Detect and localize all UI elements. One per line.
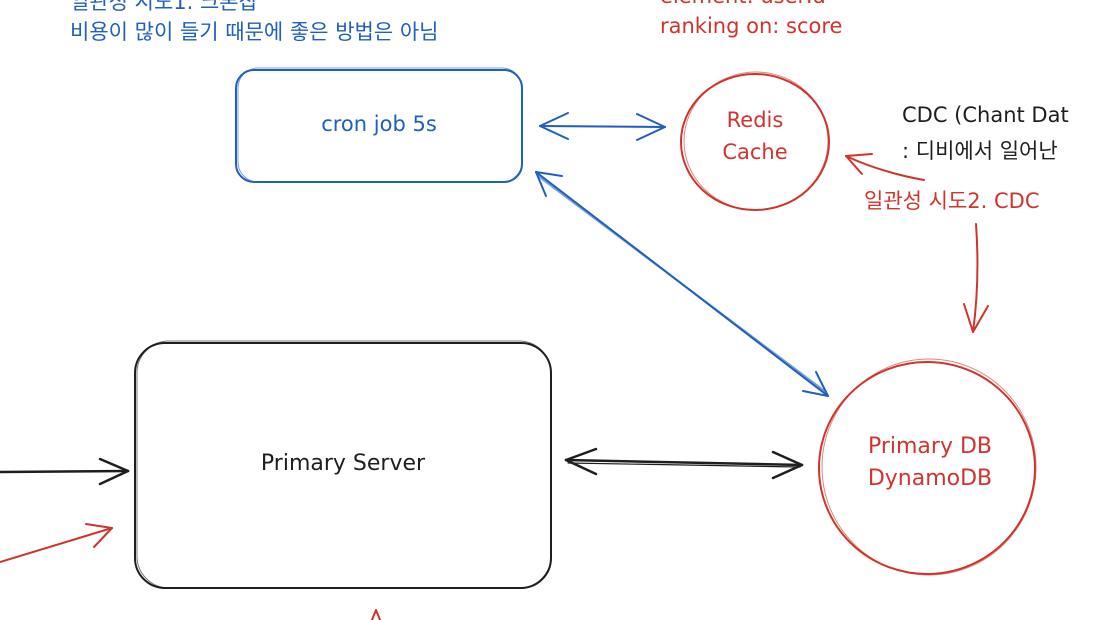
cron-attempt-note-line2: 비용이 많이 들기 때문에 좋은 방법은 아님 — [70, 20, 439, 44]
cdc-note-line2: : 디비에서 일어난 — [902, 139, 1058, 163]
primary-server-label: Primary Server — [260, 451, 426, 476]
redis-label-line2: Cache — [722, 140, 788, 164]
cdc-note-line1: CDC (Chant Dat — [902, 103, 1069, 127]
primary-db-label-line2: DynamoDB — [867, 466, 993, 491]
sorted-set-note-line1: element: userId — [660, 0, 826, 8]
redis-label-line1: Redis — [726, 108, 784, 132]
incoming-request-arrow — [0, 457, 130, 486]
cdc-to-db-arrow — [963, 223, 989, 333]
cron-db-arrow — [535, 171, 829, 397]
cdc-attempt-label: 일관성 시도2. CDC — [864, 189, 1040, 213]
primary-db-circle — [818, 361, 1036, 575]
cdc-to-redis-arrow — [845, 153, 925, 181]
primary-db-label-line1: Primary DB — [867, 434, 993, 459]
cron-redis-arrow — [539, 112, 666, 141]
incoming-red-arrow — [0, 523, 113, 563]
server-db-arrow — [564, 447, 804, 480]
bottom-red-arrow-tip — [371, 609, 381, 620]
sorted-set-note-line2: ranking on: score — [660, 14, 843, 38]
cron-job-label: cron job 5s — [321, 112, 437, 136]
cron-attempt-note-line1: 일관성 시도1. 크론잡 — [70, 0, 258, 14]
